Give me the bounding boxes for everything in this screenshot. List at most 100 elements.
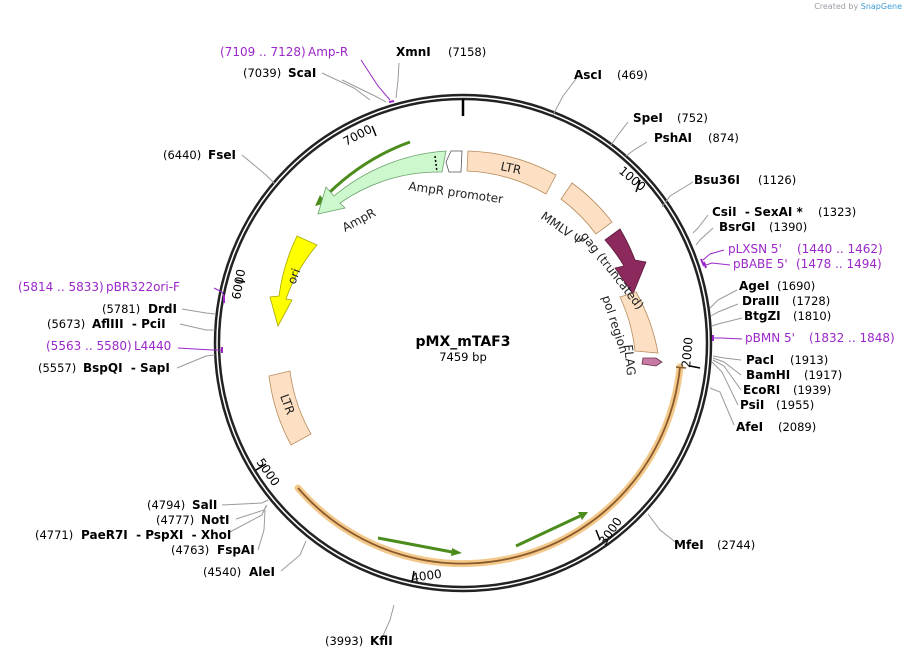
site-bspqi[interactable]: BspQI - SapI (83, 361, 170, 375)
primer-leaders (177, 59, 743, 351)
site-mfei[interactable]: MfeI (674, 538, 704, 552)
site-agei[interactable]: AgeI (739, 279, 769, 293)
site-paci[interactable]: PacI (746, 353, 774, 367)
site-noti-pos: (4777) (156, 513, 194, 527)
backbone-outer (213, 93, 713, 593)
orf-arrow-2-head (578, 512, 588, 520)
site-sali[interactable]: SalI (192, 498, 217, 512)
primer-plxsn[interactable]: pLXSN 5' (728, 242, 782, 256)
site-kfli-pos: (3993) (325, 634, 363, 648)
site-alei[interactable]: AleI (249, 565, 275, 579)
site-paer7i[interactable]: PaeR7I - PspXI - XhoI (81, 528, 231, 542)
site-ecori[interactable]: EcoRI (743, 383, 780, 397)
site-btgzi-pos: (1810) (793, 309, 831, 323)
site-afei[interactable]: AfeI (736, 420, 763, 434)
primer-l4440[interactable]: L4440 (134, 339, 171, 353)
site-bsu36i[interactable]: Bsu36I (694, 173, 740, 187)
site-afei-pos: (2089) (778, 420, 816, 434)
site-draiii[interactable]: DraIII (742, 294, 779, 308)
tick-label-6000: 6000 (229, 268, 248, 301)
site-spei-pos: (752) (677, 111, 708, 125)
site-sali-pos: (4794) (147, 498, 185, 512)
site-paci-pos: (1913) (790, 353, 828, 367)
primer-l4440-range: (5563 .. 5580) (46, 339, 132, 353)
primer-pbr322ori[interactable]: pBR322ori-F (106, 280, 180, 294)
site-noti[interactable]: NotI (201, 513, 230, 527)
leader-lines (176, 62, 743, 639)
feature-label-flag: FLAG (621, 344, 638, 376)
site-fspai-pos: (4763) (171, 543, 209, 557)
primer-ampr[interactable]: Amp-R (308, 45, 348, 59)
plasmid-length: 7459 bp (439, 350, 487, 364)
site-xmni-pos: (7158) (448, 45, 486, 59)
site-bamhi-pos: (1917) (804, 368, 842, 382)
primer-ampr-range: (7109 .. 7128) (220, 45, 306, 59)
snapgene-logo: SnapGene (860, 2, 902, 11)
site-afliii-pos: (5673) (47, 317, 85, 331)
feature-ori (269, 235, 318, 328)
feature-ampr-promoter (445, 150, 463, 173)
credit-prefix: Created by (814, 2, 859, 11)
orf-arrow-2 (515, 514, 581, 548)
site-bamhi[interactable]: BamHI (746, 368, 790, 382)
primer-marks (221, 100, 714, 353)
site-scai-pos: (7039) (243, 66, 281, 80)
feature-ltr-3 (268, 370, 312, 446)
site-fsei-pos: (6440) (163, 148, 201, 162)
feature-label-mmlv: MMLV Ψ (538, 209, 585, 248)
site-spei[interactable]: SpeI (633, 111, 663, 125)
site-fspai[interactable]: FspAI (217, 543, 255, 557)
feature-label-ampr: AmpR (340, 205, 378, 234)
site-bsu36i-pos: (1126) (758, 173, 796, 187)
site-scai[interactable]: ScaI (288, 66, 316, 80)
site-agei-pos: (1690) (777, 279, 815, 293)
tick-label-2000: 2000 (679, 337, 696, 369)
site-pshai[interactable]: PshAI (654, 131, 692, 145)
feature-pol (619, 291, 659, 354)
site-afliii[interactable]: AflIII - PciI (92, 317, 166, 331)
feature-ltr-5 (466, 150, 557, 195)
feature-ampr (317, 150, 447, 215)
feature-gag (604, 228, 647, 295)
plasmid-name: pMX_mTAF3 (416, 334, 511, 350)
feature-label-ampr-promoter: AmpR promoter (408, 179, 504, 206)
site-btgzi[interactable]: BtgZI (744, 309, 781, 323)
site-draiii-pos: (1728) (792, 294, 830, 308)
site-kfli[interactable]: KflI (370, 634, 393, 648)
feature-label-ori: ori (285, 267, 303, 286)
tick-label-7000: 7000 (341, 122, 375, 149)
site-xmni[interactable]: XmnI (396, 45, 431, 59)
primer-pbabe[interactable]: pBABE 5' (733, 257, 788, 271)
orf-arrow-1 (377, 536, 453, 554)
primer-pbr322ori-range: (5814 .. 5833) (18, 280, 104, 294)
orf-arrow-1-head (451, 548, 462, 556)
ampr-promoter-dots (434, 155, 438, 173)
site-bsrgi[interactable]: BsrGI (719, 220, 756, 234)
feature-flag (641, 357, 663, 367)
primer-pbmn[interactable]: pBMN 5' (745, 331, 795, 345)
tick-label-4000: 4000 (410, 567, 442, 585)
position-ticks (235, 125, 701, 583)
site-pshai-pos: (874) (708, 131, 739, 145)
site-ecori-pos: (1939) (793, 383, 831, 397)
site-mfei-pos: (2744) (717, 538, 755, 552)
site-paer7i-pos: (4771) (35, 528, 73, 542)
site-alei-pos: (4540) (203, 565, 241, 579)
site-bspqi-pos: (5557) (38, 361, 76, 375)
site-psii[interactable]: PsiI (740, 398, 764, 412)
primer-pbabe-range: (1478 .. 1494) (796, 257, 882, 271)
primer-pbmn-range: (1832 .. 1848) (809, 331, 895, 345)
site-csii-sexai[interactable]: CsiI - SexAI * (712, 205, 803, 219)
site-asci[interactable]: AscI (574, 68, 602, 82)
site-fsei[interactable]: FseI (208, 148, 236, 162)
site-csii-pos: (1323) (818, 205, 856, 219)
feature-mmlv-psi (560, 182, 613, 235)
insert-arc (297, 366, 681, 565)
primer-plxsn-range: (1440 .. 1462) (797, 242, 883, 256)
snapgene-credit: Created by SnapGene (814, 2, 902, 11)
site-asci-pos: (469) (617, 68, 648, 82)
site-drdi-pos: (5781) (102, 302, 140, 316)
site-drdi[interactable]: DrdI (148, 302, 177, 316)
feature-label-ltr-5: LTR (499, 159, 522, 177)
